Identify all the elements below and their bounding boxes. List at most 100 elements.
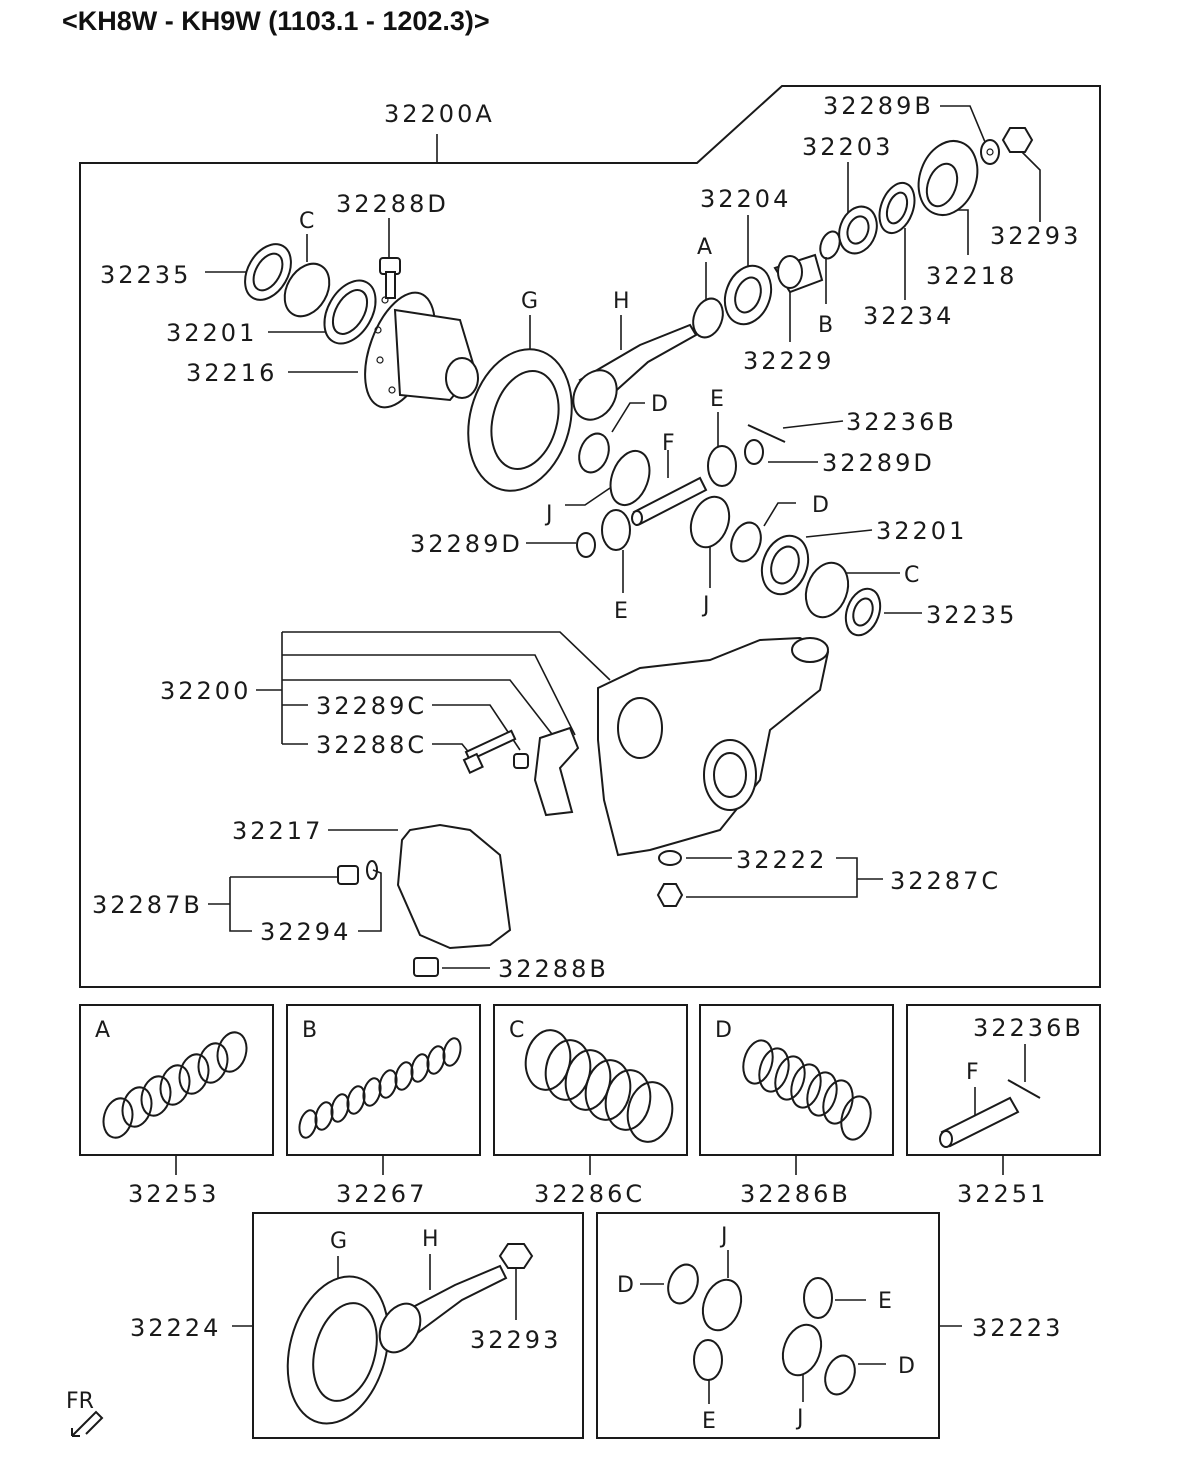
ring-gear-g <box>467 348 573 492</box>
label-32288B: 32288B <box>498 955 609 983</box>
washer-32289B <box>980 139 1000 165</box>
shim-d-upper <box>578 432 610 474</box>
label-32288C: 32288C <box>316 731 427 759</box>
plug-32287B <box>337 865 359 885</box>
bearing-32203 <box>838 205 878 255</box>
gear-set-label-g: G <box>330 1229 347 1254</box>
label-32289C: 32289C <box>316 692 427 720</box>
label-e-bottom: E <box>614 599 628 624</box>
label-32293: 32293 <box>990 222 1081 250</box>
washer-32289D-right <box>744 439 764 465</box>
main-labels: 32200 A 32289B 32203 32204 32288D C 32235… <box>92 92 1081 983</box>
washer-32289D-left <box>576 532 596 558</box>
label-32200: 32200 <box>160 677 251 705</box>
cover-32217 <box>396 823 512 950</box>
gear-set-label-h: H <box>422 1227 439 1252</box>
label-b: B <box>818 313 833 338</box>
diff-label-d-right: D <box>898 1354 915 1379</box>
side-gear-j-upper <box>609 449 651 507</box>
orientation-label: FR <box>66 1389 94 1414</box>
shim-stack-c <box>524 1029 674 1143</box>
kit-box-d: D 32286B <box>699 1004 894 1208</box>
label-32229: 32229 <box>743 347 834 375</box>
flange-32218 <box>917 140 979 216</box>
label-32289D-right: 32289D <box>822 449 935 477</box>
diff-label-j-top: J <box>719 1224 728 1249</box>
label-32235-top: 32235 <box>100 261 191 289</box>
carrier-housing-32200 <box>597 636 830 857</box>
washer-32222 <box>658 850 682 866</box>
label-c-right: C <box>904 563 919 588</box>
gear-set-parts <box>286 1243 534 1425</box>
shim-stack-d <box>742 1039 872 1141</box>
orientation-marker: FR <box>66 1389 104 1437</box>
label-32287C: 32287C <box>890 867 1001 895</box>
bolt-32288D <box>379 257 401 299</box>
kit-part-32253: 32253 <box>128 1180 219 1208</box>
label-f: F <box>662 431 675 456</box>
kit-box-a: A 32253 <box>79 1004 274 1208</box>
kit-letter-a: A <box>95 1018 110 1043</box>
kit-part-32286B: 32286B <box>740 1180 851 1208</box>
pinion-gear-e-lower <box>601 509 631 551</box>
gear-set-box: 32224 G H 32293 <box>130 1212 584 1439</box>
oil-seal-32234 <box>878 181 916 235</box>
label-32217: 32217 <box>232 817 323 845</box>
label-a: A <box>697 235 712 260</box>
shim-c-left <box>283 262 331 318</box>
label-32224: 32224 <box>130 1314 221 1342</box>
label-32235-right: 32235 <box>926 601 1017 629</box>
shim-b <box>819 230 841 260</box>
shim-stack-b <box>298 1037 462 1139</box>
assembly-frame <box>79 85 1101 988</box>
label-g: G <box>521 289 538 314</box>
spacer-32229 <box>773 253 824 294</box>
front-arrow-icon <box>71 1410 104 1437</box>
side-gear-j-lower <box>689 495 731 549</box>
label-32289B: 32289B <box>823 92 934 120</box>
drive-pinion-h <box>572 323 698 421</box>
label-d-top: D <box>651 392 668 417</box>
label-32223: 32223 <box>972 1314 1063 1342</box>
seal-32235-right <box>844 587 882 637</box>
kit-part-32251: 32251 <box>957 1180 1048 1208</box>
bearing-32201-left <box>323 279 377 345</box>
label-32216: 32216 <box>186 359 277 387</box>
pinion-gear-e-upper <box>707 445 737 487</box>
nut-32287C <box>656 883 684 907</box>
label-32287B: 32287B <box>92 891 203 919</box>
label-c-top: C <box>299 209 314 234</box>
gasket-32294 <box>366 860 378 880</box>
kit-letter-d: D <box>715 1018 732 1043</box>
seal-32235-left <box>244 243 292 301</box>
label-h: H <box>613 289 630 314</box>
kit-box-b: B 32267 <box>286 1004 481 1208</box>
label-32204: 32204 <box>700 185 791 213</box>
shim-a <box>692 297 724 339</box>
gear-set-label-32293: 32293 <box>470 1326 561 1354</box>
diff-label-e-right: E <box>878 1289 892 1314</box>
bolt-32288C <box>462 729 517 775</box>
kit-label-32236B: 32236B <box>973 1014 1084 1042</box>
page-title: <KH8W - KH9W (1103.1 - 1202.3)> <box>62 6 490 36</box>
leader-lines <box>205 105 1041 969</box>
diff-label-e-bottom: E <box>702 1409 716 1434</box>
bearing-32201-right <box>760 534 810 596</box>
diff-label-j-bottom: J <box>795 1406 804 1431</box>
nut-32289C <box>513 753 529 769</box>
label-32203: 32203 <box>802 133 893 161</box>
kit-letter-c: C <box>509 1018 524 1043</box>
shim-c-right <box>804 561 850 619</box>
label-j-bottom: J <box>701 593 710 618</box>
kit-letter-b: B <box>302 1018 317 1043</box>
label-32201-right: 32201 <box>876 517 967 545</box>
kit-part-32286C: 32286C <box>534 1180 645 1208</box>
label-32294: 32294 <box>260 918 351 946</box>
shim-stack-a <box>102 1031 248 1139</box>
diff-set-parts <box>667 1263 856 1396</box>
kit-box-f: 32236B F 32251 <box>906 1004 1101 1208</box>
kit-label-f: F <box>966 1060 979 1085</box>
pinion-shaft-f <box>631 476 708 526</box>
label-32288D: 32288D <box>336 190 449 218</box>
